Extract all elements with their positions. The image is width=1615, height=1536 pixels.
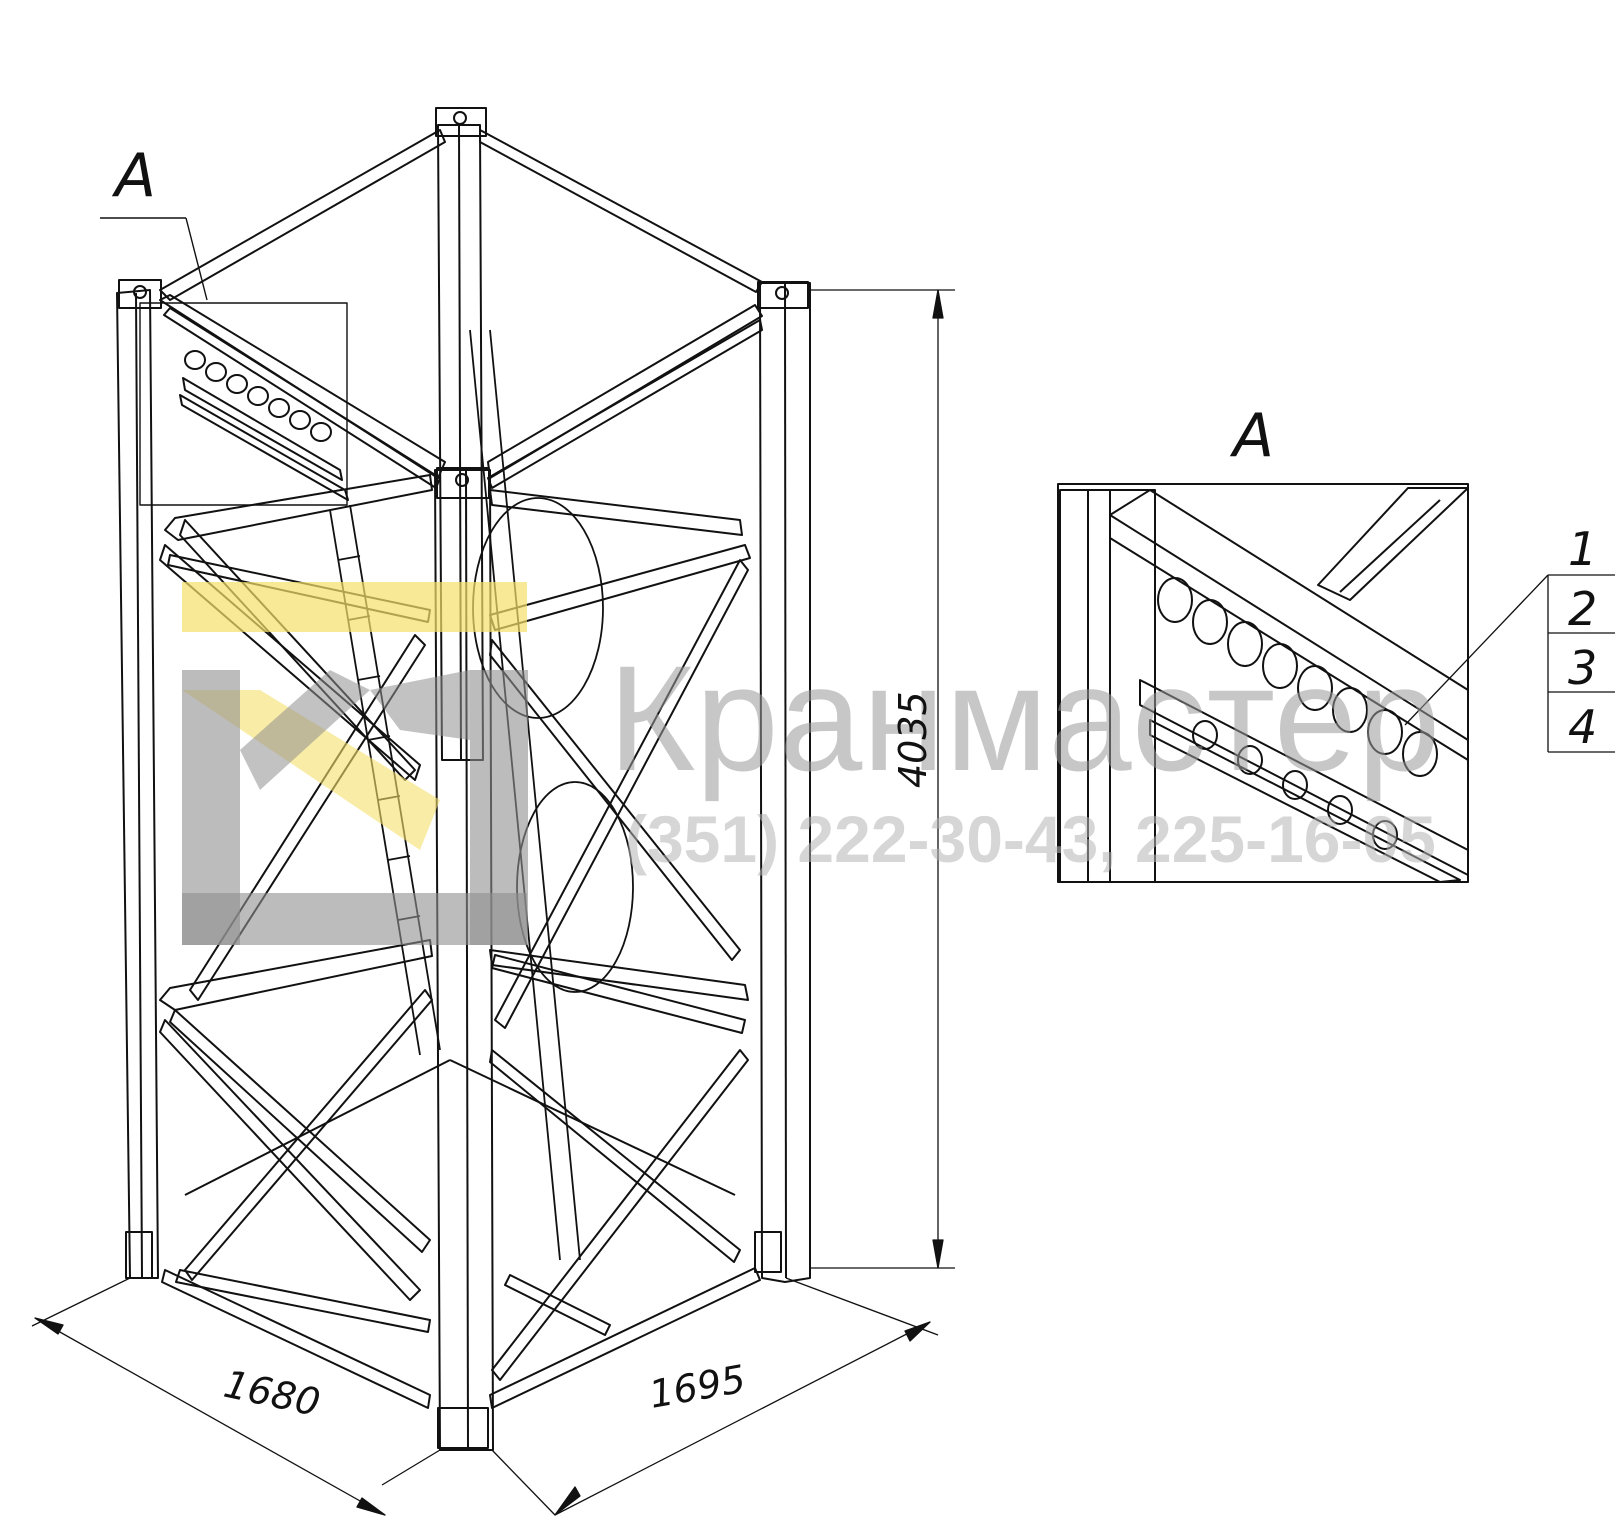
callout-1: 1 (1568, 522, 1597, 576)
main-view-label: А (111, 141, 156, 211)
dimension-width-left-label: 1680 (220, 1362, 324, 1425)
top-frame (159, 129, 763, 489)
detail-frame (1057, 483, 1469, 883)
callout-table (1547, 574, 1615, 753)
dimension-height-label: 4035 (891, 691, 935, 788)
callout-3: 3 (1568, 641, 1597, 695)
detail-bolts (1157, 577, 1438, 777)
callout-2: 2 (1568, 582, 1597, 636)
section-marker-a (100, 217, 348, 506)
detail-view-label: А (1229, 401, 1274, 471)
right-face-lattice (489, 489, 751, 1381)
detail-view-a (1057, 483, 1549, 883)
top-bolt-row (179, 350, 349, 501)
dimension-width-right-label: 1695 (646, 1357, 749, 1417)
watermark-phones: (351) 222-30-43, 225-16-05 (625, 802, 1436, 876)
watermark: Кранмастер (351) 222-30-43, 225-16-05 (182, 582, 1440, 945)
callout-4: 4 (1568, 700, 1597, 754)
base-frame (161, 1059, 761, 1409)
watermark-brand: Кранмастер (608, 634, 1440, 802)
tower-section (116, 107, 811, 1451)
dimension-lines (31, 289, 955, 1516)
watermark-logo (182, 582, 528, 945)
